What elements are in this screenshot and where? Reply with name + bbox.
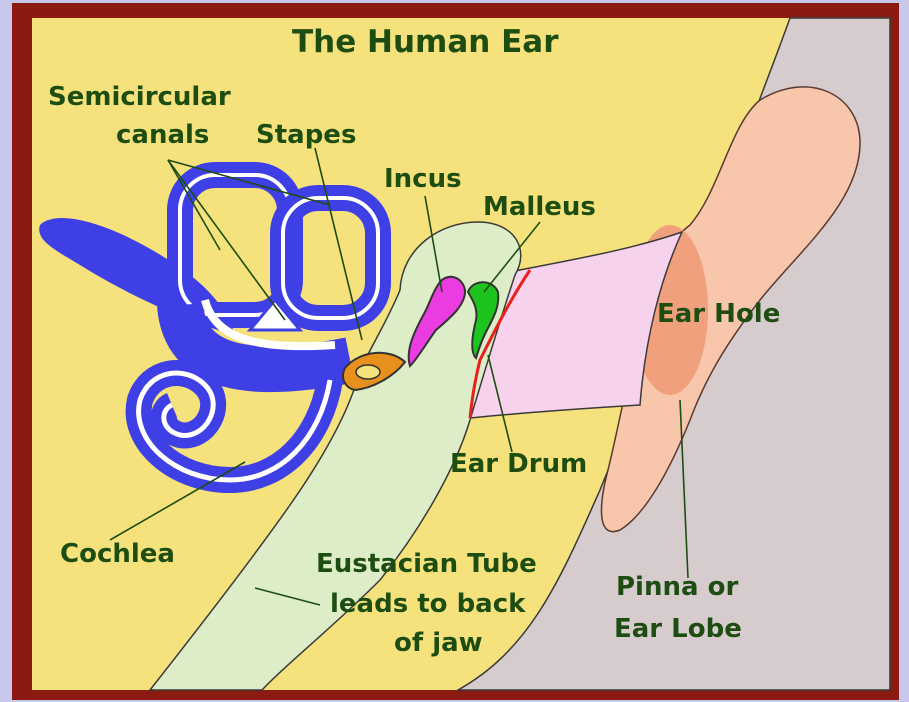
label-incus: Incus [384, 164, 462, 194]
label-stapes: Stapes [256, 120, 356, 150]
diagram-title: The Human Ear [292, 24, 559, 60]
label-semicircular-line2: canals [116, 120, 209, 150]
label-pinna-line2: Ear Lobe [614, 614, 742, 644]
label-ear-hole: Ear Hole [657, 299, 780, 329]
label-pinna-line1: Pinna or [616, 572, 738, 602]
label-eustacian-line2: leads to back [330, 589, 526, 619]
label-eustacian-line3: of jaw [394, 628, 483, 658]
label-semicircular-line1: Semicircular [48, 82, 231, 112]
label-ear-drum: Ear Drum [450, 449, 587, 479]
label-eustacian-line1: Eustacian Tube [316, 549, 537, 579]
label-cochlea: Cochlea [60, 539, 175, 569]
label-malleus: Malleus [483, 192, 596, 222]
